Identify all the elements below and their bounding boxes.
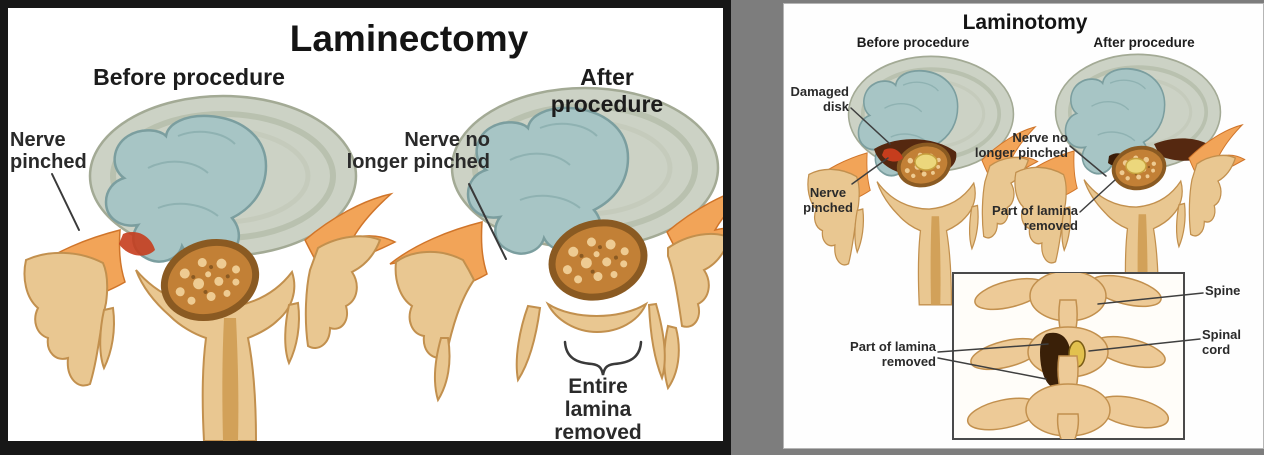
laminectomy-before-heading: Before procedure bbox=[93, 64, 285, 90]
laminotomy-before-heading: Before procedure bbox=[856, 35, 970, 50]
laminotomy-title: Laminotomy bbox=[962, 11, 1088, 34]
label-damaged-disk: Damaged disk bbox=[790, 84, 849, 114]
laminotomy-illustration bbox=[807, 4, 1246, 440]
leader-line bbox=[850, 107, 891, 145]
leader-line bbox=[1097, 292, 1204, 305]
laminotomy-leader-lines bbox=[850, 107, 1204, 380]
laminectomy-illustration bbox=[23, 8, 723, 441]
laminectomy-panel: Laminectomy Before procedure After proce… bbox=[8, 8, 723, 445]
brace-entire-lamina bbox=[563, 340, 643, 376]
leader-line bbox=[1069, 145, 1107, 177]
laminectomy-after-vertebra bbox=[389, 88, 723, 403]
leader-line bbox=[51, 173, 80, 231]
laminectomy-panel-frame: Laminectomy Before procedure After proce… bbox=[0, 0, 731, 455]
label-entire-lamina-removed: Entire lamina removed bbox=[554, 375, 642, 445]
leader-line bbox=[1088, 338, 1201, 352]
label-nerve-no-longer-pinched: Nerve no longer pinched bbox=[346, 129, 490, 173]
leader-line bbox=[468, 183, 507, 260]
label-spinal-cord: Spinal cord bbox=[1202, 327, 1242, 357]
laminotomy-after-vertebra bbox=[1014, 54, 1246, 304]
leader-line bbox=[937, 357, 1047, 380]
label-part-of-lamina-removed: Part of lamina removed bbox=[992, 203, 1078, 233]
laminectomy-after-heading: After procedure bbox=[550, 64, 664, 117]
label-nerve-pinched: Nerve pinched bbox=[803, 185, 853, 215]
laminectomy-title: Laminectomy bbox=[289, 18, 529, 59]
label-nerve-pinched: Nerve pinched bbox=[10, 129, 87, 173]
leader-line bbox=[937, 343, 1049, 353]
label-inset-part-of-lamina-removed: Part of lamina removed bbox=[850, 339, 936, 369]
spine-inset bbox=[952, 272, 1185, 440]
leader-line bbox=[851, 157, 889, 185]
laminotomy-panel: Laminotomy Before procedure After proced… bbox=[783, 3, 1264, 449]
laminectomy-leader-lines bbox=[51, 173, 643, 376]
label-spine: Spine bbox=[1205, 283, 1241, 298]
leader-line bbox=[1079, 179, 1116, 213]
laminotomy-after-heading: After procedure bbox=[1093, 35, 1195, 50]
label-nerve-no-longer-pinched: Nerve no longer pinched bbox=[974, 130, 1068, 160]
